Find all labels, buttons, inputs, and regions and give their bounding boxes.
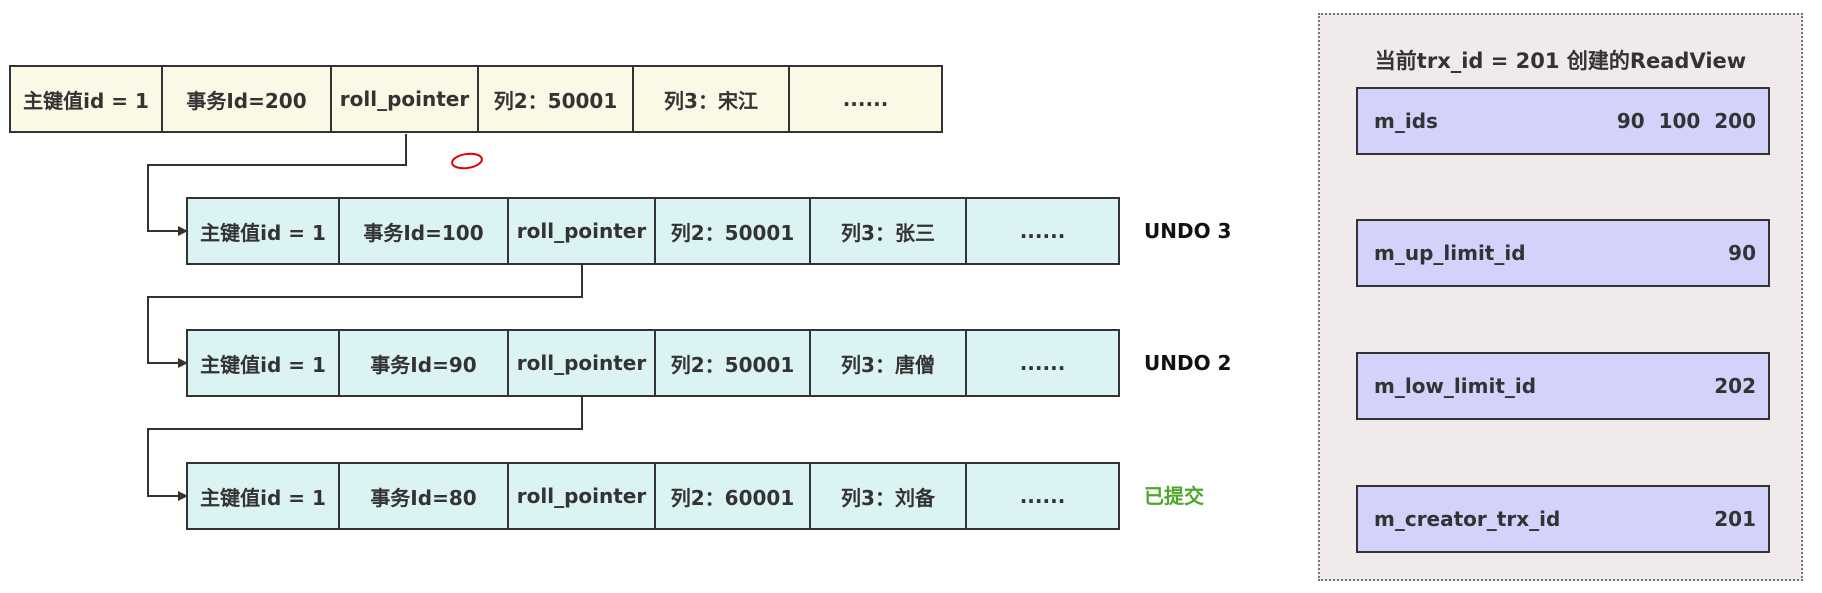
undo-record-row: 主键值id = 1 事务Id=100 roll_pointer 列2：50001… <box>186 197 1120 265</box>
read-view-title: 当前trx_id = 201 创建的ReadView <box>1374 49 1747 73</box>
trx-id-cell: 事务Id=100 <box>338 197 509 265</box>
read-view-field-m-creator-trx-id: m_creator_trx_id 201 <box>1356 485 1770 553</box>
connector-arrow-1 <box>147 134 407 236</box>
roll-pointer-cell: roll_pointer <box>507 197 656 265</box>
primary-key-cell: 主键值id = 1 <box>186 462 340 530</box>
read-view-panel: 当前trx_id = 201 创建的ReadView m_ids 90 100 … <box>1318 13 1803 581</box>
field-name: m_low_limit_id <box>1374 374 1537 398</box>
red-annotation-mark <box>451 152 483 170</box>
undo-label: UNDO 3 <box>1144 219 1232 243</box>
read-view-field-m-up-limit-id: m_up_limit_id 90 <box>1356 219 1770 287</box>
ellipsis-cell: ...... <box>965 462 1120 530</box>
committed-label: 已提交 <box>1144 484 1204 508</box>
field-name: m_up_limit_id <box>1374 241 1526 265</box>
trx-id-cell: 事务Id=90 <box>338 329 509 397</box>
field-value: 90 <box>1728 241 1756 265</box>
column3-cell: 列3：刘备 <box>809 462 967 530</box>
trx-id-cell: 事务Id=80 <box>338 462 509 530</box>
current-record-row: 主键值id = 1 事务Id=200 roll_pointer 列2：50001… <box>9 65 943 133</box>
column3-cell: 列3：宋江 <box>632 65 790 133</box>
roll-pointer-cell: roll_pointer <box>507 329 656 397</box>
primary-key-cell: 主键值id = 1 <box>186 329 340 397</box>
roll-pointer-cell: roll_pointer <box>330 65 479 133</box>
field-value: 202 <box>1714 374 1756 398</box>
column2-cell: 列2：50001 <box>654 197 811 265</box>
column2-cell: 列2：60001 <box>654 462 811 530</box>
read-view-field-m-low-limit-id: m_low_limit_id 202 <box>1356 352 1770 420</box>
field-name: m_ids <box>1374 109 1438 133</box>
read-view-field-m-ids: m_ids 90 100 200 <box>1356 87 1770 155</box>
field-value: 201 <box>1714 507 1756 531</box>
ellipsis-cell: ...... <box>965 197 1120 265</box>
column3-cell: 列3：唐僧 <box>809 329 967 397</box>
undo-record-row: 主键值id = 1 事务Id=80 roll_pointer 列2：60001 … <box>186 462 1120 530</box>
primary-key-cell: 主键值id = 1 <box>9 65 163 133</box>
primary-key-cell: 主键值id = 1 <box>186 197 340 265</box>
field-name: m_creator_trx_id <box>1374 507 1561 531</box>
roll-pointer-cell: roll_pointer <box>507 462 656 530</box>
ellipsis-cell: ...... <box>788 65 943 133</box>
undo-record-row: 主键值id = 1 事务Id=90 roll_pointer 列2：50001 … <box>186 329 1120 397</box>
column2-cell: 列2：50001 <box>654 329 811 397</box>
undo-label: UNDO 2 <box>1144 351 1232 375</box>
connector-arrow-3 <box>147 397 583 501</box>
trx-id-cell: 事务Id=200 <box>161 65 332 133</box>
column2-cell: 列2：50001 <box>477 65 634 133</box>
column3-cell: 列3：张三 <box>809 197 967 265</box>
field-value: 90 100 200 <box>1616 109 1756 133</box>
connector-arrow-2 <box>147 265 583 368</box>
ellipsis-cell: ...... <box>965 329 1120 397</box>
